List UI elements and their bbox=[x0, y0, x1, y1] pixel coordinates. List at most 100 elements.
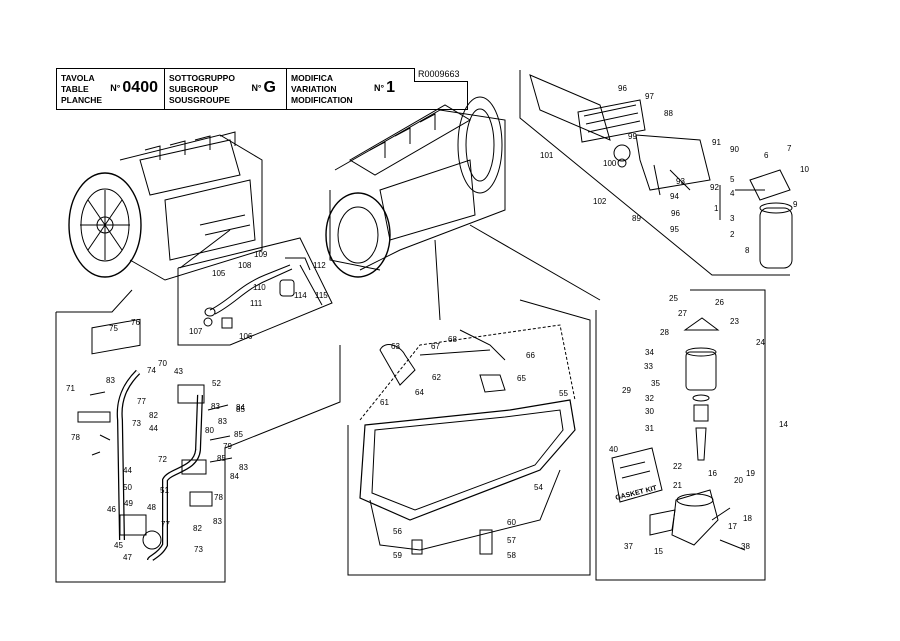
modification-label-it: MODIFICA bbox=[291, 73, 334, 83]
oil-cooler-assembly bbox=[529, 74, 793, 269]
table-no-prefix: N° bbox=[110, 83, 121, 93]
callout-filter-14: 14 bbox=[779, 420, 788, 429]
callout-oil-pan-65: 65 bbox=[517, 374, 526, 383]
callout-filter-29: 29 bbox=[622, 386, 631, 395]
callout-top-right-96: 96 bbox=[671, 209, 680, 218]
callout-top-right-95: 95 bbox=[670, 225, 679, 234]
callout-left-lines-83: 83 bbox=[218, 417, 227, 426]
callout-left-lines-71: 71 bbox=[66, 384, 75, 393]
callout-left-lines-85: 85 bbox=[217, 454, 226, 463]
callout-filter-26: 26 bbox=[715, 298, 724, 307]
callout-left-lines-72: 72 bbox=[158, 455, 167, 464]
subgroup-label-en: SUBGROUP bbox=[169, 84, 219, 94]
callout-top-center-106: 106 bbox=[239, 332, 253, 341]
callout-left-lines-74: 74 bbox=[147, 366, 156, 375]
callout-oil-pan-67: 67 bbox=[431, 342, 440, 351]
callout-left-lines-44: 44 bbox=[123, 466, 132, 475]
callout-left-lines-76: 76 bbox=[131, 318, 140, 327]
callout-filter-20: 20 bbox=[734, 476, 743, 485]
callout-oil-pan-64: 64 bbox=[415, 388, 424, 397]
callout-filter-31: 31 bbox=[645, 424, 654, 433]
breather-assembly bbox=[203, 257, 323, 329]
callout-left-lines-78: 78 bbox=[71, 433, 80, 442]
callout-top-center-112: 112 bbox=[313, 261, 326, 270]
callout-top-right-92: 92 bbox=[710, 183, 719, 192]
callout-top-right-91: 91 bbox=[712, 138, 721, 147]
callout-top-right-99: 99 bbox=[628, 132, 637, 141]
callout-filter-16: 16 bbox=[708, 469, 717, 478]
callout-top-right-94: 94 bbox=[670, 192, 679, 201]
callout-top-right-9: 9 bbox=[793, 200, 798, 209]
callout-oil-pan-66: 66 bbox=[526, 351, 535, 360]
callout-top-right-102: 102 bbox=[593, 197, 607, 206]
callout-left-lines-83: 83 bbox=[213, 517, 222, 526]
pipe-lines bbox=[77, 318, 233, 562]
callout-top-right-2: 2 bbox=[730, 230, 735, 239]
callout-left-lines-79: 79 bbox=[223, 442, 232, 451]
callout-filter-21: 21 bbox=[673, 481, 682, 490]
callout-top-right-96: 96 bbox=[618, 84, 627, 93]
table-number: 0400 bbox=[122, 79, 158, 96]
callout-left-lines-78: 78 bbox=[214, 493, 223, 502]
callout-top-right-8: 8 bbox=[745, 246, 750, 255]
callout-oil-pan-63: 63 bbox=[391, 342, 400, 351]
callout-top-right-88: 88 bbox=[664, 109, 673, 118]
callout-oil-pan-59: 59 bbox=[393, 551, 402, 560]
callout-filter-22: 22 bbox=[673, 462, 682, 471]
table-label-it: TAVOLA bbox=[61, 73, 95, 83]
left-frame-top bbox=[56, 289, 133, 313]
callout-left-lines-43: 43 bbox=[174, 367, 183, 376]
modification-label-en: VARIATION bbox=[291, 84, 337, 94]
callout-oil-pan-56: 56 bbox=[393, 527, 402, 536]
filter-assembly bbox=[611, 317, 746, 551]
callout-top-right-97: 97 bbox=[645, 92, 654, 101]
filter-frame bbox=[595, 289, 766, 581]
callout-left-lines-80: 80 bbox=[205, 426, 214, 435]
callout-left-lines-50: 50 bbox=[123, 483, 132, 492]
subgroup-cell: SOTTOGRUPPO SUBGROUP SOUSGROUPE N°G bbox=[165, 69, 287, 109]
oil-pan-frame bbox=[347, 299, 591, 576]
callout-left-lines-84: 84 bbox=[236, 403, 245, 412]
callout-filter-28: 28 bbox=[660, 328, 669, 337]
callout-left-lines-73: 73 bbox=[132, 419, 141, 428]
callout-left-lines-83: 83 bbox=[106, 376, 115, 385]
callout-left-lines-46: 46 bbox=[107, 505, 116, 514]
callout-left-lines-44: 44 bbox=[149, 424, 158, 433]
engine-left bbox=[68, 131, 263, 281]
callout-filter-15: 15 bbox=[654, 547, 663, 556]
subgroup-no-prefix: N° bbox=[251, 83, 262, 93]
modification-cell: MODIFICA VARIATION MODIFICATION N°1 bbox=[287, 69, 467, 109]
modification-no-prefix: N° bbox=[373, 83, 385, 93]
callout-top-right-1: 1 bbox=[714, 204, 719, 213]
callout-top-center-105: 105 bbox=[212, 269, 226, 278]
top-right-frame bbox=[519, 70, 790, 276]
callout-top-right-5: 5 bbox=[730, 175, 735, 184]
callout-filter-18: 18 bbox=[743, 514, 752, 523]
subgroup-label-fr: SOUSGROUPE bbox=[169, 95, 230, 105]
callout-top-right-93: 93 bbox=[676, 177, 685, 186]
callout-top-center-110: 110 bbox=[253, 283, 266, 292]
callout-filter-30: 30 bbox=[645, 407, 654, 416]
breather-frame bbox=[177, 237, 333, 346]
callout-top-right-7: 7 bbox=[787, 144, 792, 153]
oil-pan-assembly bbox=[359, 324, 576, 555]
callout-oil-pan-55: 55 bbox=[559, 389, 568, 398]
callout-top-center-107: 107 bbox=[189, 327, 203, 336]
subgroup-number: G bbox=[263, 79, 276, 96]
subgroup-label-it: SOTTOGRUPPO bbox=[169, 73, 235, 83]
callout-top-right-90: 90 bbox=[730, 145, 739, 154]
callout-top-right-6: 6 bbox=[764, 151, 769, 160]
callout-top-center-108: 108 bbox=[238, 261, 252, 270]
callout-left-lines-85: 85 bbox=[236, 405, 245, 414]
callout-left-lines-85: 85 bbox=[234, 430, 243, 439]
callout-filter-34: 34 bbox=[645, 348, 654, 357]
callout-left-lines-51: 51 bbox=[160, 486, 169, 495]
callout-left-lines-82: 82 bbox=[193, 524, 202, 533]
table-label-fr: PLANCHE bbox=[61, 95, 103, 105]
callout-oil-pan-57: 57 bbox=[507, 536, 516, 545]
callout-top-right-89: 89 bbox=[632, 214, 641, 223]
title-block: TAVOLA TABLE PLANCHE N°0400 SOTTOGRUPPO … bbox=[56, 68, 468, 110]
drawing-reference: R0009663 bbox=[414, 68, 468, 82]
callout-left-lines-77: 77 bbox=[137, 397, 146, 406]
